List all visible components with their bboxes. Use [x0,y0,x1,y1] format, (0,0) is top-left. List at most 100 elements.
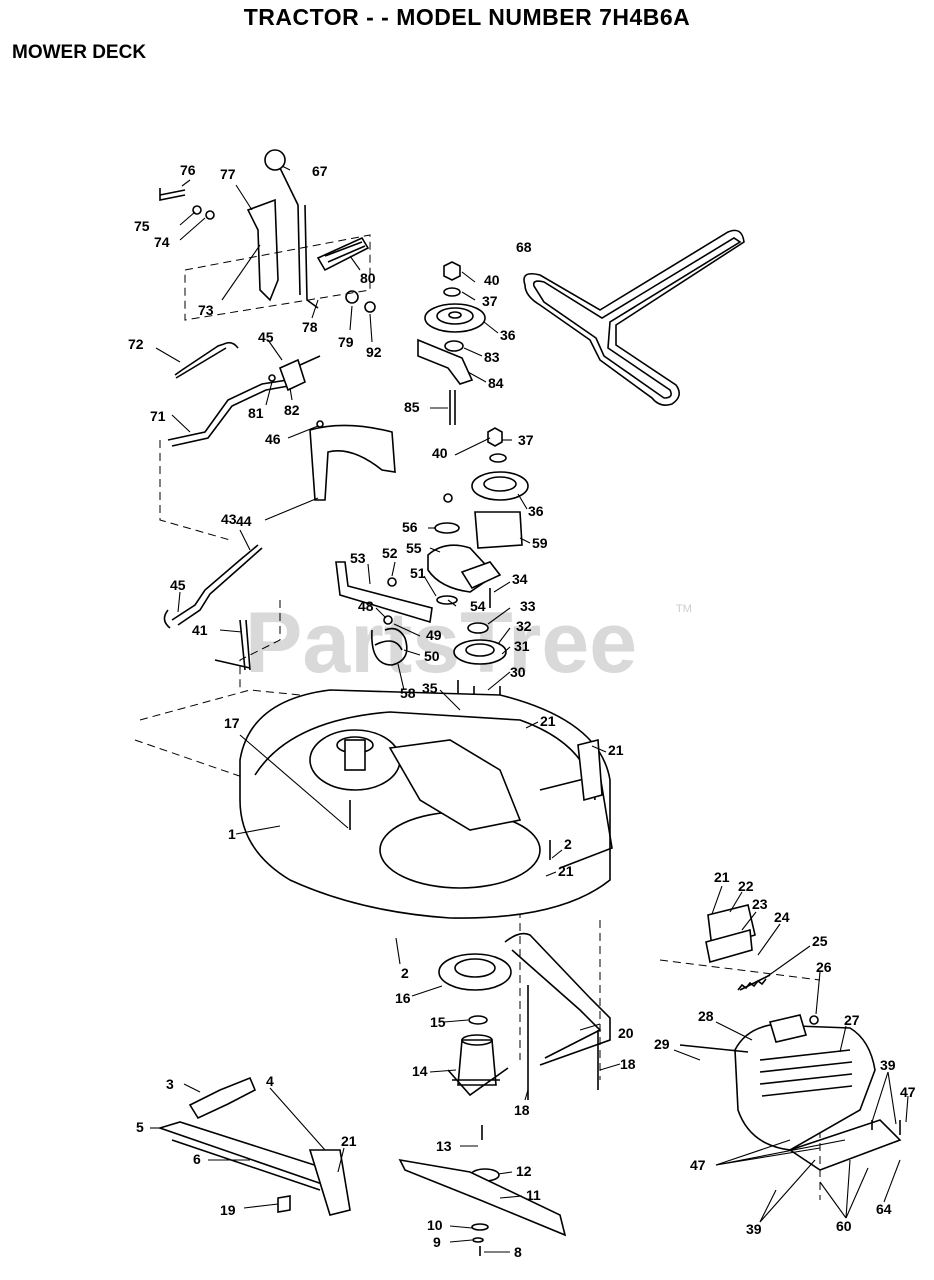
callout-24: 24 [774,909,790,925]
upper-idler-pulley [417,261,486,425]
callout-71: 71 [150,408,166,424]
callout-26: 26 [816,959,832,975]
callout-83: 83 [484,349,500,365]
callout-45: 45 [170,577,186,593]
callout-2: 2 [401,965,409,981]
callout-18: 18 [620,1056,636,1072]
callout-58: 58 [400,685,416,701]
lower-linkage [163,544,263,671]
belt-guard [309,420,396,501]
callout-33: 33 [520,598,536,614]
callout-10: 10 [427,1217,443,1233]
callout-18: 18 [514,1102,530,1118]
callout-36: 36 [528,503,544,519]
callout-39: 39 [746,1221,762,1237]
callout-74: 74 [154,234,170,250]
callout-43: 43 [221,511,237,527]
callout-49: 49 [426,627,442,643]
callout-80: 80 [360,270,376,286]
callout-21: 21 [341,1133,357,1149]
callout-56: 56 [402,519,418,535]
callout-23: 23 [752,896,768,912]
callout-30: 30 [510,664,526,680]
callout-22: 22 [738,878,754,894]
callout-21: 21 [714,869,730,885]
idler-arm [335,522,502,666]
callout-11: 11 [526,1187,541,1203]
mower-deck-housing [239,689,613,919]
callout-6: 6 [193,1151,201,1167]
watermark-trademark: TM [676,603,692,615]
callout-75: 75 [134,218,150,234]
lift-lever-assembly [159,149,376,313]
watermark-text: PartsTree [245,595,637,691]
callout-72: 72 [128,336,144,352]
callout-37: 37 [518,432,534,448]
callout-47: 47 [900,1084,916,1100]
callout-50: 50 [424,648,440,664]
callout-64: 64 [876,1201,892,1217]
callout-31: 31 [514,638,530,654]
callout-82: 82 [284,402,300,418]
spindle-and-blade [398,953,567,1256]
page-title: TRACTOR - - MODEL NUMBER 7H4B6A [243,4,691,30]
callout-40: 40 [484,272,500,288]
section-title: MOWER DECK [12,42,147,63]
callout-44: 44 [236,513,252,529]
callout-25: 25 [812,933,828,949]
callout-79: 79 [338,334,354,350]
callout-21: 21 [540,713,556,729]
callout-78: 78 [302,319,318,335]
callout-20: 20 [618,1025,634,1041]
callout-15: 15 [430,1014,446,1030]
callout-53: 53 [350,550,366,566]
callout-1: 1 [228,826,236,842]
callout-21: 21 [608,742,624,758]
callout-81: 81 [248,405,264,421]
callout-14: 14 [412,1063,428,1079]
callout-51: 51 [410,565,426,581]
stabilizer-arm [504,932,611,1100]
callout-47: 47 [690,1157,706,1173]
callout-32: 32 [516,618,532,634]
callout-52: 52 [382,545,398,561]
callout-5: 5 [136,1119,144,1135]
callout-84: 84 [488,375,504,391]
callout-27: 27 [844,1012,860,1028]
callout-40: 40 [432,445,448,461]
callout-35: 35 [422,680,438,696]
callout-21: 21 [558,863,574,879]
callout-77: 77 [220,166,236,182]
callout-12: 12 [516,1163,532,1179]
callout-4: 4 [266,1073,274,1089]
callout-73: 73 [198,302,214,318]
callout-8: 8 [514,1244,522,1260]
callout-37: 37 [482,293,498,309]
callout-46: 46 [265,431,281,447]
callout-2: 2 [564,836,572,852]
rear-discharge-assembly [679,904,902,1171]
callout-54: 54 [470,598,486,614]
callout-85: 85 [404,399,420,415]
callout-28: 28 [698,1008,714,1024]
callout-45: 45 [258,329,274,345]
callout-34: 34 [512,571,528,587]
callout-3: 3 [166,1076,174,1092]
callout-36: 36 [500,327,516,343]
drive-belt [523,229,745,406]
deck-pulley [453,588,507,718]
callout-13: 13 [436,1138,452,1154]
callout-19: 19 [220,1202,236,1218]
callout-16: 16 [395,990,411,1006]
callout-leader-lines [150,165,909,1253]
spring-and-rod [167,341,321,447]
lower-idler-pulley [443,427,529,549]
callout-59: 59 [532,535,548,551]
callout-55: 55 [406,540,422,556]
callout-17: 17 [224,715,240,731]
callout-29: 29 [654,1036,670,1052]
callout-92: 92 [366,344,382,360]
callout-9: 9 [433,1234,441,1250]
callout-labels: 1 2 2 3 4 5 6 8 9 10 11 12 13 14 15 16 1… [128,162,916,1260]
